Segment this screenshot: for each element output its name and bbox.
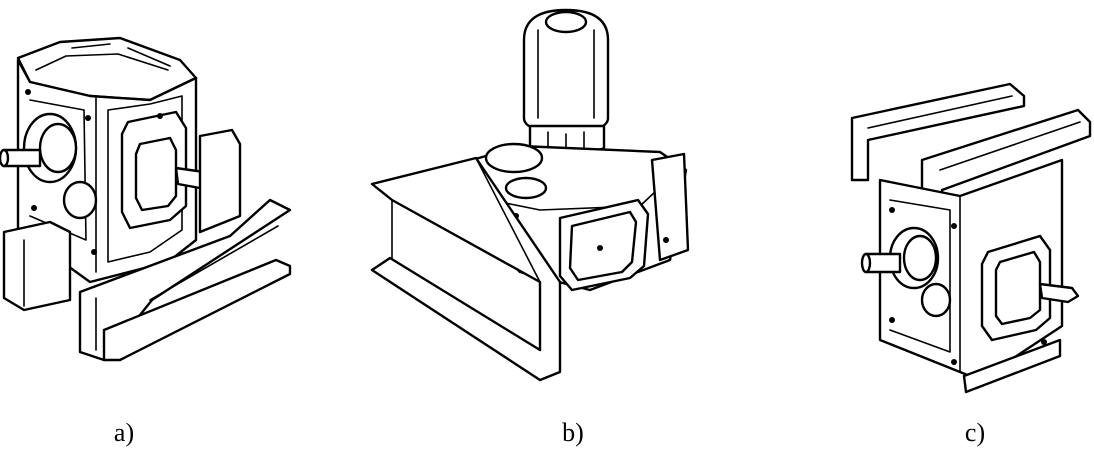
figure-b-motor-gearbox-icon bbox=[370, 8, 690, 382]
figure-a-gearbox-icon bbox=[0, 36, 292, 362]
caption-b: b) bbox=[562, 418, 584, 447]
caption-c: c) bbox=[964, 418, 986, 447]
caption-a: a) bbox=[113, 418, 135, 447]
figure-c-hanging-gearbox-icon bbox=[850, 82, 1092, 394]
